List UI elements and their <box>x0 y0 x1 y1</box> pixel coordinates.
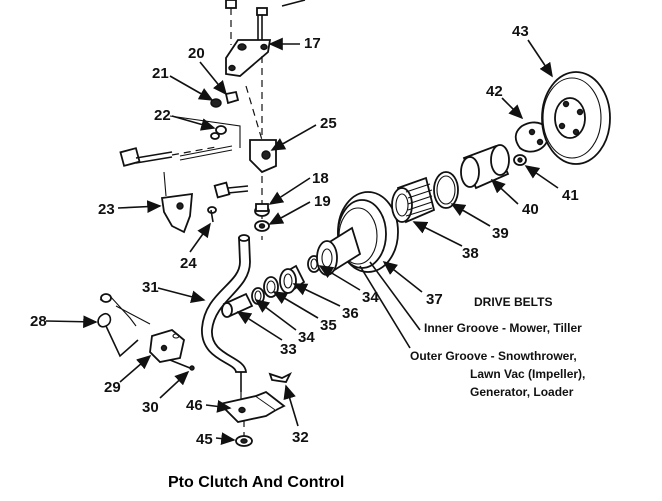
label-22: 22 <box>154 107 171 124</box>
label-19: 19 <box>314 193 331 210</box>
part-28-spring <box>97 293 151 358</box>
outer-groove-line-3: Generator, Loader <box>470 385 574 399</box>
label-33: 33 <box>280 341 297 358</box>
part-18-nut <box>254 203 270 217</box>
part-31-lever <box>201 234 251 408</box>
label-36: 36 <box>342 305 359 322</box>
label-39: 39 <box>492 225 509 242</box>
label-45: 45 <box>196 431 213 448</box>
part-19-washer <box>254 220 270 232</box>
mid-bolt <box>207 181 249 223</box>
label-18: 18 <box>312 170 329 187</box>
outer-groove-line-1: Outer Groove - Snowthrower, <box>410 349 577 363</box>
label-35: 35 <box>320 317 337 334</box>
part-29-block <box>149 328 185 363</box>
part-21-washer <box>210 98 222 108</box>
label-17: 17 <box>304 35 321 52</box>
label-46: 46 <box>186 397 203 414</box>
label-41: 41 <box>562 187 579 204</box>
part-45-washer <box>235 420 253 447</box>
part-20-clip <box>224 90 240 105</box>
part-46-base-bracket <box>218 390 286 423</box>
part-40-hub <box>460 144 510 190</box>
part-17-bracket <box>225 39 272 77</box>
label-34b: 34 <box>362 289 379 306</box>
label-29: 29 <box>104 379 121 396</box>
label-23: 23 <box>98 201 115 218</box>
label-25: 25 <box>320 115 337 132</box>
part-42-plate <box>514 121 549 153</box>
label-37: 37 <box>426 291 443 308</box>
label-30: 30 <box>142 399 159 416</box>
part-38-needle-bearing <box>391 176 436 224</box>
figure-caption: Pto Clutch And Control <box>168 474 344 491</box>
label-28: 28 <box>30 313 47 330</box>
outer-groove-line-2: Lawn Vac (Impeller), <box>470 367 585 381</box>
top-bolts <box>225 0 306 45</box>
part-number-labels: 17 20 21 22 25 18 19 23 24 31 28 29 30 3… <box>30 23 579 448</box>
label-21: 21 <box>152 65 169 82</box>
label-20: 20 <box>188 45 205 62</box>
part-43-drive-pulley <box>541 71 611 165</box>
drive-belts-heading: DRIVE BELTS <box>474 295 552 309</box>
part-30-pin <box>169 359 195 371</box>
part-32-clip <box>268 371 293 383</box>
label-42: 42 <box>486 83 503 100</box>
part-36-bearing <box>279 264 306 294</box>
label-40: 40 <box>522 201 539 218</box>
part-22-pin <box>210 125 227 140</box>
callout-leaders <box>45 37 559 445</box>
label-31: 31 <box>142 279 159 296</box>
label-32: 32 <box>292 429 309 446</box>
part-23-bracket <box>160 171 193 234</box>
label-43: 43 <box>512 23 529 40</box>
label-24: 24 <box>180 255 197 272</box>
part-41-nut <box>513 154 527 166</box>
inner-groove-text: Inner Groove - Mower, Tiller <box>424 321 582 335</box>
part-39-retaining-ring <box>433 171 459 209</box>
part-25-bracket <box>169 115 277 174</box>
left-bolt <box>119 146 217 167</box>
part-33-sleeve <box>221 292 254 318</box>
drive-belts-note: DRIVE BELTS Inner Groove - Mower, Tiller… <box>410 295 585 399</box>
label-38: 38 <box>462 245 479 262</box>
label-34a: 34 <box>298 329 315 346</box>
